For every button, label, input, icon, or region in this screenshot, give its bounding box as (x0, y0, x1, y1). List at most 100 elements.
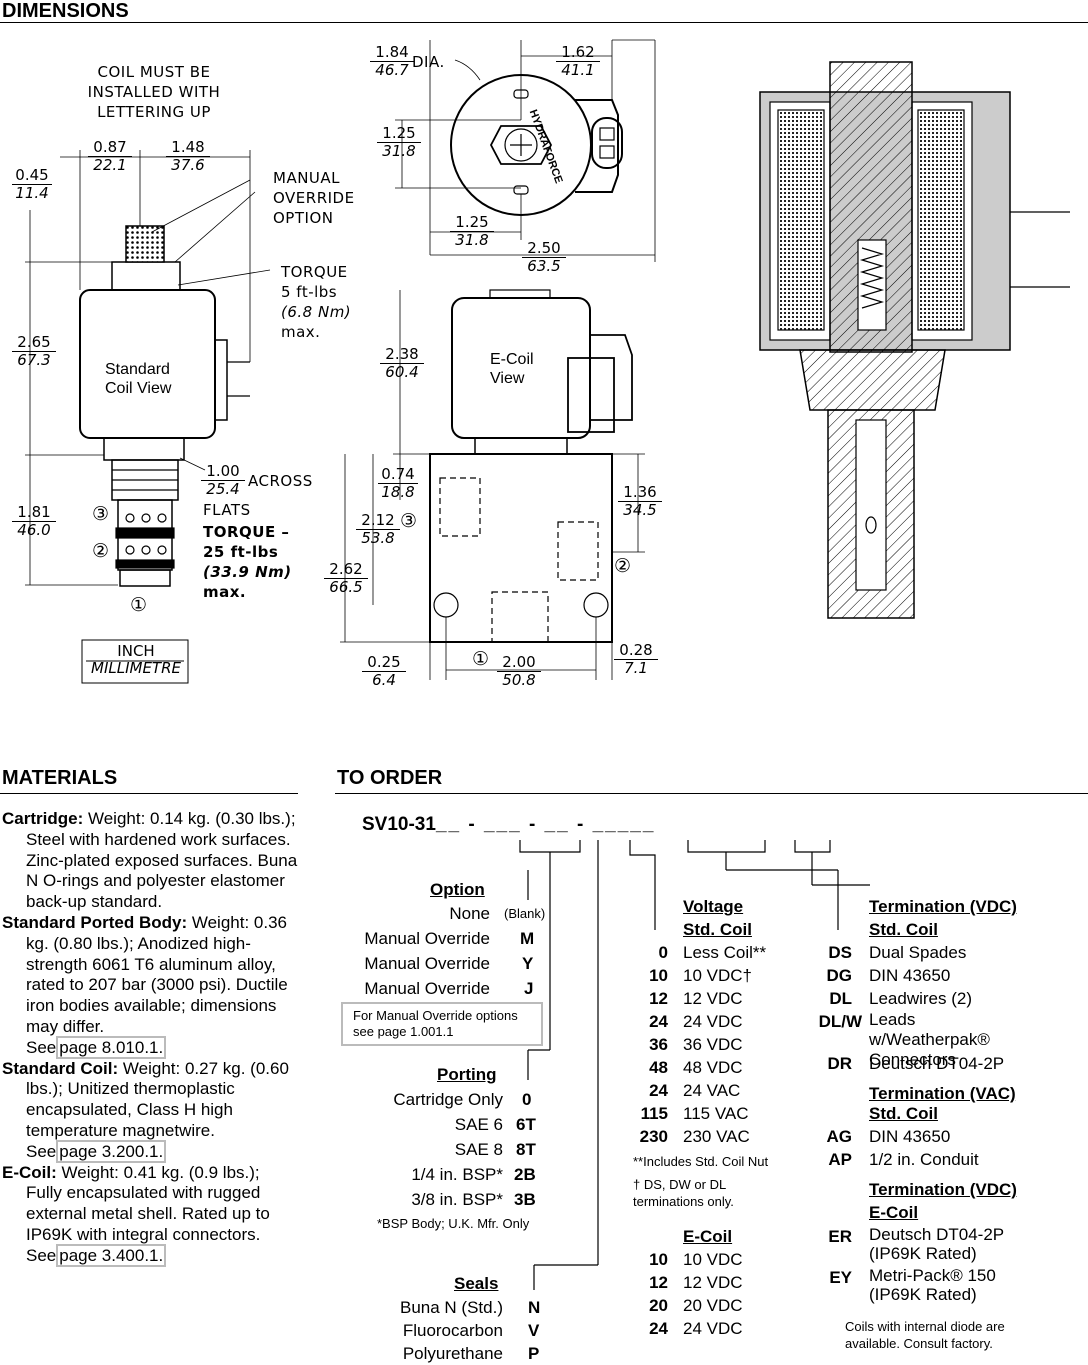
porting-row-0-code: 0 (522, 1090, 532, 1109)
term-vdc-row-4-code: DR (827, 1054, 852, 1073)
dimensions-heading: DIMENSIONS (2, 0, 129, 22)
dimension-drawings (25, 39, 1070, 684)
voltage-row-1-label: 10 VDC† (683, 966, 752, 985)
voltage-row-0-label: Less Coil** (683, 943, 767, 962)
term-vac-row-0-label: DIN 43650 (869, 1127, 951, 1146)
ecoil-row-0-code: 10 (649, 1250, 668, 1269)
seals-row-0-code: N (528, 1298, 541, 1317)
body-port-1-marker: ① (472, 649, 490, 670)
across-label: ACROSS (248, 472, 313, 490)
order-rule (335, 793, 1088, 794)
term-vdc-row-3-code: DL/W (818, 1012, 862, 1031)
port-2-marker: ② (92, 541, 110, 562)
ecoil-row-2-label: 20 VDC (683, 1296, 743, 1315)
dimensions-rule (0, 22, 1088, 23)
materials-cartridge: Cartridge: Weight: 0.14 kg. (0.30 lbs.);… (2, 809, 298, 912)
cross-section-drawing (759, 61, 1070, 619)
porting-row-4-label: 3/8 in. BSP* (411, 1190, 503, 1209)
materials-coil: Standard Coil: Weight: 0.27 kg. (0.60 lb… (2, 1058, 289, 1163)
ecoil-row-3-label: 24 VDC (683, 1319, 743, 1338)
porting-row-3-label: 1/4 in. BSP* (411, 1165, 503, 1184)
term-ecoil-row-0-label: Deutsch DT04-2P (IP69K Rated) (869, 1225, 1004, 1263)
seals-row-2-label: Polyurethane (402, 1344, 503, 1363)
term-ecoil-row-1-code: EY (829, 1268, 852, 1287)
voltage-row-4-label: 36 VDC (683, 1035, 743, 1054)
term-ecoil-sub-header: E-Coil (869, 1203, 919, 1222)
voltage-row-5-code: 48 (649, 1058, 668, 1077)
ecoil-header: E-Coil (683, 1227, 733, 1246)
voltage-row-7-label: 115 VAC (683, 1104, 749, 1123)
term-vdc-row-2-code: DL (829, 989, 852, 1008)
term-vac-header: Termination (VAC) (869, 1084, 1016, 1103)
term-ecoil-header: Termination (VDC) (869, 1180, 1017, 1199)
option-row-0-code: (Blank) (504, 906, 546, 921)
term-vdc-header: Termination (VDC) (869, 897, 1017, 916)
materials-list: Cartridge: Weight: 0.14 kg. (0.30 lbs.);… (2, 809, 300, 1267)
flats-label: FLATS (203, 501, 251, 519)
term-vdc-row-1-label: DIN 43650 (869, 966, 951, 985)
port-3-marker: ③ (92, 504, 110, 525)
voltage-row-6-label: 24 VAC (683, 1081, 741, 1100)
porting-row-2-code: 8T (516, 1140, 536, 1159)
torque-cartridge-note: TORQUE –25 ft-lbs(33.9 Nm)max. (203, 523, 292, 601)
voltage-row-8-label: 230 VAC (683, 1127, 750, 1146)
term-vac-row-0-code: AG (826, 1127, 853, 1146)
porting-header: Porting (437, 1065, 497, 1084)
bsp-note: *BSP Body; U.K. Mfr. Only (377, 1216, 530, 1231)
ecoil-row-0-label: 10 VDC (683, 1250, 743, 1269)
ecoil-page-link[interactable]: page 3.400.1. (56, 1243, 167, 1267)
voltage-row-3-label: 24 VDC (683, 1012, 743, 1031)
coil-page-link[interactable]: page 3.200.1. (56, 1139, 167, 1163)
ecoil-row-3-code: 24 (649, 1319, 668, 1338)
term-vdc-row-2-label: Leadwires (2) (869, 989, 972, 1008)
less-coil-note: **Includes Std. Coil Nut (633, 1154, 769, 1169)
option-row-3-label: Manual Override (364, 979, 490, 998)
dia-label: DIA. (412, 53, 445, 71)
body-port-3-marker: ③ (400, 511, 418, 532)
override-note-box: For Manual Override options see page 1.0… (341, 1002, 543, 1046)
top-view-drawing (395, 39, 656, 262)
std-coil-header: Std. Coil (683, 920, 752, 939)
voltage-header: Voltage (683, 897, 744, 916)
voltage-row-4-code: 36 (649, 1035, 668, 1054)
ecoil-row-2-code: 20 (649, 1296, 668, 1315)
term-vac-row-1-code: AP (828, 1150, 852, 1169)
voltage-row-3-code: 24 (649, 1012, 668, 1031)
term-vdc-row-3-label: Leads w/Weatherpak® Connectors (869, 1010, 990, 1069)
term-vdc-row-0-code: DS (828, 943, 852, 962)
voltage-row-0-code: 0 (658, 943, 668, 962)
term-vac-std-coil-header: Std. Coil (869, 1104, 938, 1123)
ecoil-row-1-label: 12 VDC (683, 1273, 743, 1292)
option-row-1-code: M (520, 929, 535, 948)
body-page-link[interactable]: page 8.010.1. (56, 1035, 167, 1059)
voltage-row-6-code: 24 (649, 1081, 668, 1100)
option-row-3-code: J (524, 979, 534, 998)
materials-ecoil: E-Coil: Weight: 0.41 kg. (0.9 lbs.); Ful… (2, 1162, 270, 1267)
porting-row-2-label: SAE 8 (454, 1140, 503, 1159)
porting-row-4-code: 3B (514, 1190, 536, 1209)
porting-row-0-label: Cartridge Only (393, 1090, 503, 1109)
materials-heading: MATERIALS (2, 767, 118, 789)
